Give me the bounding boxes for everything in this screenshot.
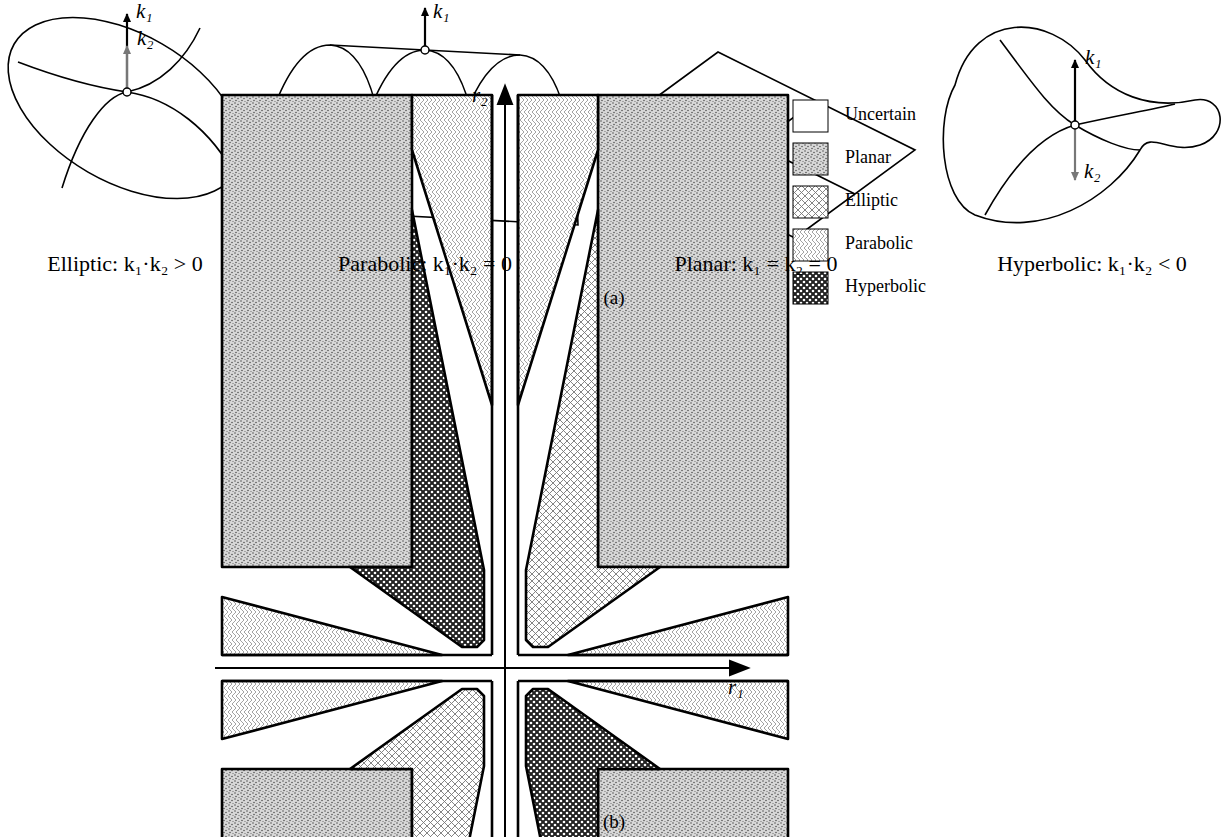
caption: Elliptic: k₁·k₂ > 0 <box>47 252 202 276</box>
caption: Parabolic: k₁·k₂ = 0 <box>338 252 512 276</box>
legend-swatch <box>793 272 828 304</box>
panel-label: (b) <box>603 812 625 833</box>
curvature-label: k₁ <box>136 0 153 23</box>
legend-text: Uncertain <box>845 105 916 125</box>
region <box>222 95 412 567</box>
region-border <box>491 681 494 837</box>
legend-text: Elliptic <box>845 191 898 211</box>
legend-text: Planar <box>845 148 891 168</box>
curvature-label: k₂ <box>137 27 154 50</box>
region-border <box>517 95 520 655</box>
region-border <box>491 95 494 655</box>
region <box>350 689 484 837</box>
axis-label: r₁ <box>728 676 743 699</box>
legend-text: Parabolic <box>845 234 913 254</box>
legend-swatch <box>793 186 828 218</box>
region-border <box>517 681 520 837</box>
region-border <box>222 654 492 657</box>
legend-swatch <box>793 100 828 132</box>
region <box>526 210 660 647</box>
panel-label: (a) <box>603 288 624 309</box>
legend-swatch <box>793 143 828 175</box>
axis-label: r₂ <box>472 84 487 107</box>
caption: Hyperbolic: k₁·k₂ < 0 <box>997 252 1187 276</box>
region-border <box>518 680 788 683</box>
legend-text: Hyperbolic <box>845 277 926 297</box>
region <box>598 95 788 567</box>
region <box>222 769 412 837</box>
curvature-label: k₁ <box>1085 46 1102 69</box>
curvature-label: k₂ <box>1084 160 1101 183</box>
region <box>598 769 788 837</box>
region <box>526 689 660 837</box>
region-border <box>222 680 492 683</box>
curvature-label: k₁ <box>433 0 450 23</box>
caption: Planar: k₁ = k₂ = 0 <box>675 252 838 276</box>
region-border <box>518 654 788 657</box>
